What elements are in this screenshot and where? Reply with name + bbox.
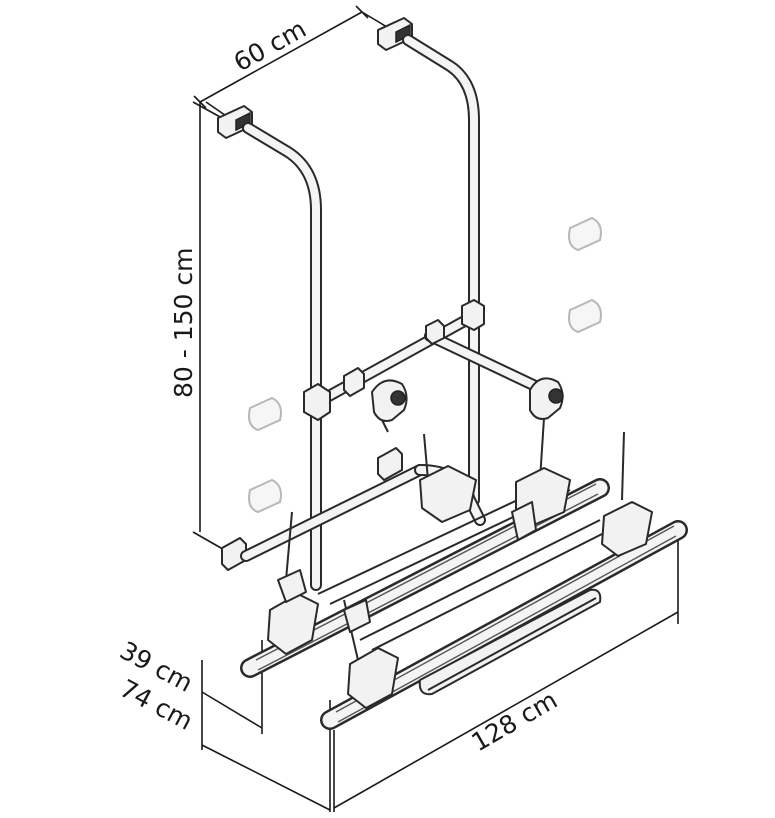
dimension-label-width: 60 cm	[229, 14, 311, 77]
wheel-holder-icon	[267, 431, 653, 709]
rail-spacer-tube	[418, 588, 602, 696]
dimension-label-height: 80 - 150 cm	[169, 248, 198, 399]
dimension-length	[333, 535, 679, 812]
dimension-height	[192, 101, 229, 553]
wall-bracket-icon	[217, 17, 413, 571]
frame-right-upright	[402, 34, 480, 506]
ghost-accessories	[248, 216, 602, 514]
bike-clamp-icon	[371, 377, 564, 481]
frame-joints	[303, 299, 485, 421]
frame-left-upright	[242, 122, 322, 591]
dimension-label-length: 128 cm	[467, 685, 563, 757]
